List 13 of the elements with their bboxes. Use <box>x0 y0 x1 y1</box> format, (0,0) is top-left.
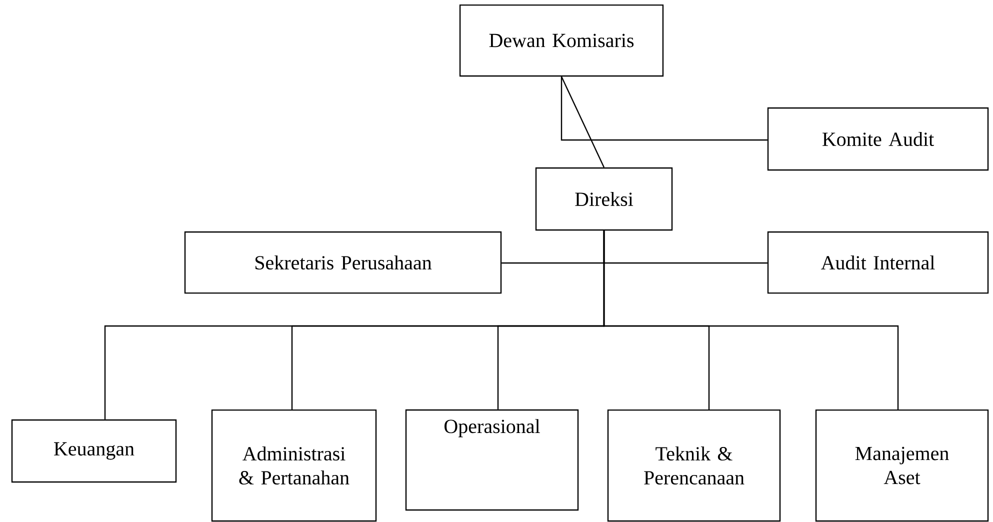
org-box: Komite Audit <box>767 107 989 171</box>
org-box: Teknik & Perencanaan <box>607 409 781 522</box>
org-box: Dewan Komisaris <box>459 4 664 77</box>
connector-line <box>560 76 768 141</box>
connector-line <box>603 230 899 410</box>
org-box: Audit Internal <box>767 231 989 294</box>
org-box: Manajemen Aset <box>815 409 989 522</box>
connector-line <box>560 76 605 168</box>
org-box: Operasional <box>405 409 579 511</box>
org-box: Sekretaris Perusahaan <box>184 231 502 294</box>
org-box: Administrasi & Pertanahan <box>211 409 377 522</box>
org-box: Keuangan <box>11 419 177 483</box>
org-box: Direksi <box>535 167 673 231</box>
